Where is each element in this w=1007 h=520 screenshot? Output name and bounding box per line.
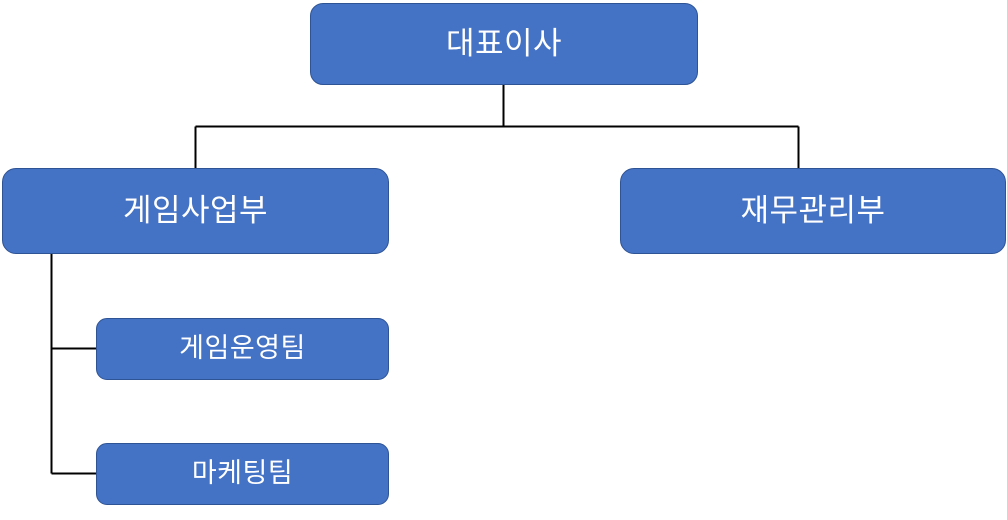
- node-marketing-team-label: 마케팅팀: [191, 458, 294, 489]
- node-finance-division-label: 재무관리부: [740, 192, 886, 228]
- node-ceo[interactable]: 대표이사: [310, 3, 698, 85]
- node-ceo-label: 대표이사: [445, 25, 563, 61]
- node-game-division-label: 게임사업부: [122, 192, 269, 228]
- node-game-division[interactable]: 게임사업부: [2, 168, 389, 254]
- node-marketing-team[interactable]: 마케팅팀: [96, 443, 389, 505]
- node-game-ops-team[interactable]: 게임운영팀: [96, 318, 389, 380]
- node-game-ops-team-label: 게임운영팀: [179, 333, 306, 364]
- node-finance-division[interactable]: 재무관리부: [620, 168, 1006, 254]
